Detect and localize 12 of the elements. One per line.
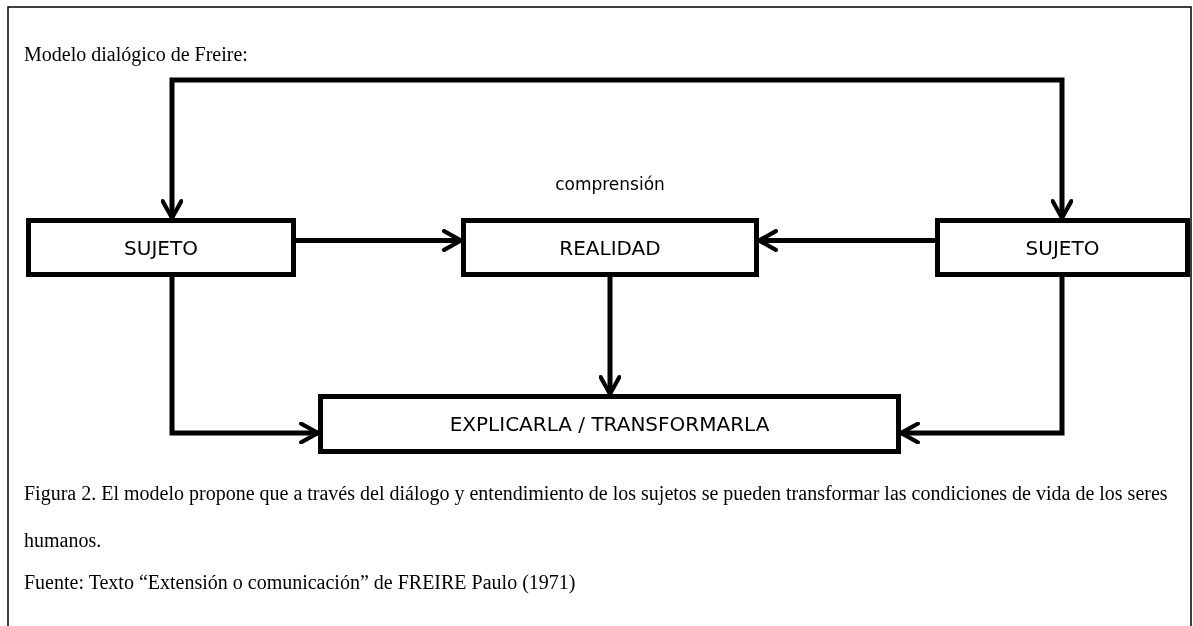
box-label: REALIDAD (559, 235, 661, 260)
box-label: SUJETO (1025, 235, 1100, 260)
box-label: EXPLICARLA / TRANSFORMARLA (449, 412, 770, 436)
process-box (318, 394, 901, 454)
process-box (935, 218, 1190, 277)
figure-caption: Figura 2. El modelo propone que a través del diálogo y entendimiento de los sujetos se pueden transformar las condiciones de vida de los seres humanos. (24, 481, 1169, 553)
node-annotation: comprensión (555, 174, 665, 194)
box-label: SUJETO (124, 235, 198, 260)
source-note: Fuente: Texto “Extensión o comunicación” de FREIRE Paulo (1971) (24, 570, 576, 596)
diagram-title: Modelo dialógico de Freire: (24, 42, 248, 68)
process-box (461, 218, 759, 277)
process-box (26, 218, 296, 277)
